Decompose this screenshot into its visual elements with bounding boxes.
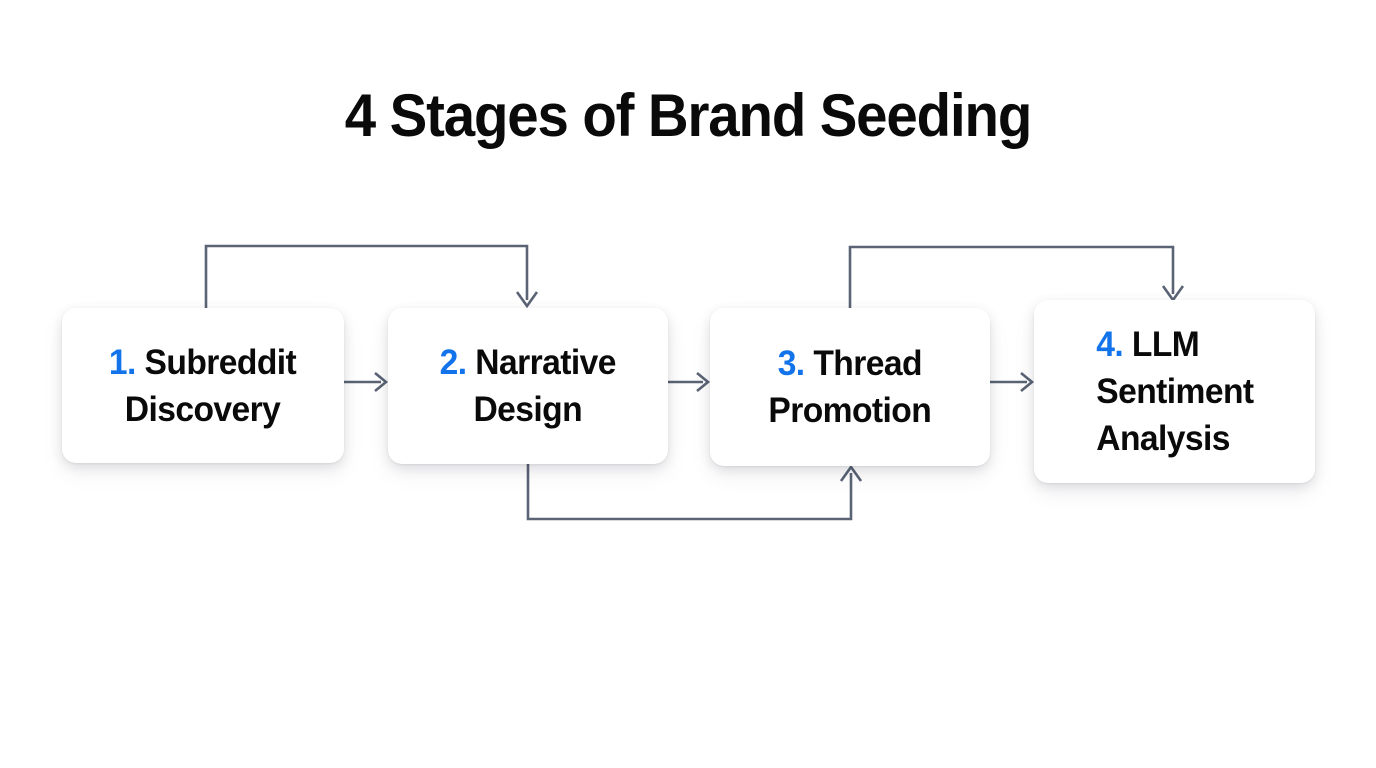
stage-label-line-2: Discovery: [125, 389, 281, 429]
stage-label-line-1: LLM: [1131, 325, 1200, 364]
loop-arrow-stage1-to-stage2: [204, 244, 539, 309]
stage-card-subreddit-discovery[interactable]: 1. Subreddit Discovery: [62, 308, 344, 463]
stage-card-thread-promotion[interactable]: 3. Thread Promotion: [710, 308, 990, 466]
loop-arrow-stage3-to-stage4: [848, 245, 1185, 308]
stage-label-line-1: Thread: [813, 344, 923, 383]
stage-card-narrative-design[interactable]: 2. Narrative Design: [388, 308, 668, 464]
arrow-stage1-to-stage2: [344, 371, 389, 393]
stage-label-line-2: Design: [473, 390, 583, 429]
stage-number: 4.: [1095, 325, 1123, 364]
stage-number: 2.: [439, 343, 467, 382]
stage-label-line-1: Subreddit: [145, 342, 297, 382]
stage-card-text: 3. Thread Promotion: [769, 340, 932, 434]
arrow-stage3-to-stage4: [990, 371, 1035, 393]
stage-label-line-2: Promotion: [768, 391, 932, 430]
arrow-stage2-to-stage3: [668, 371, 711, 393]
stage-card-text: 1. Subreddit Discovery: [109, 339, 297, 433]
page-title: 4 Stages of Brand Seeding: [344, 82, 1032, 149]
stage-label-line-1: Narrative: [475, 343, 617, 382]
stage-card-text: 2. Narrative Design: [439, 339, 617, 433]
stage-number: 3.: [777, 344, 805, 383]
stage-card-llm-sentiment-analysis[interactable]: 4. LLM Sentiment Analysis: [1034, 300, 1315, 483]
stage-card-text: 4. LLM Sentiment Analysis: [1095, 321, 1254, 462]
stage-label-line-2: Sentiment: [1095, 372, 1254, 411]
stage-label-line-3: Analysis: [1095, 419, 1230, 458]
stage-number: 1.: [109, 342, 137, 382]
loop-arrow-stage2-to-stage3: [526, 464, 863, 521]
